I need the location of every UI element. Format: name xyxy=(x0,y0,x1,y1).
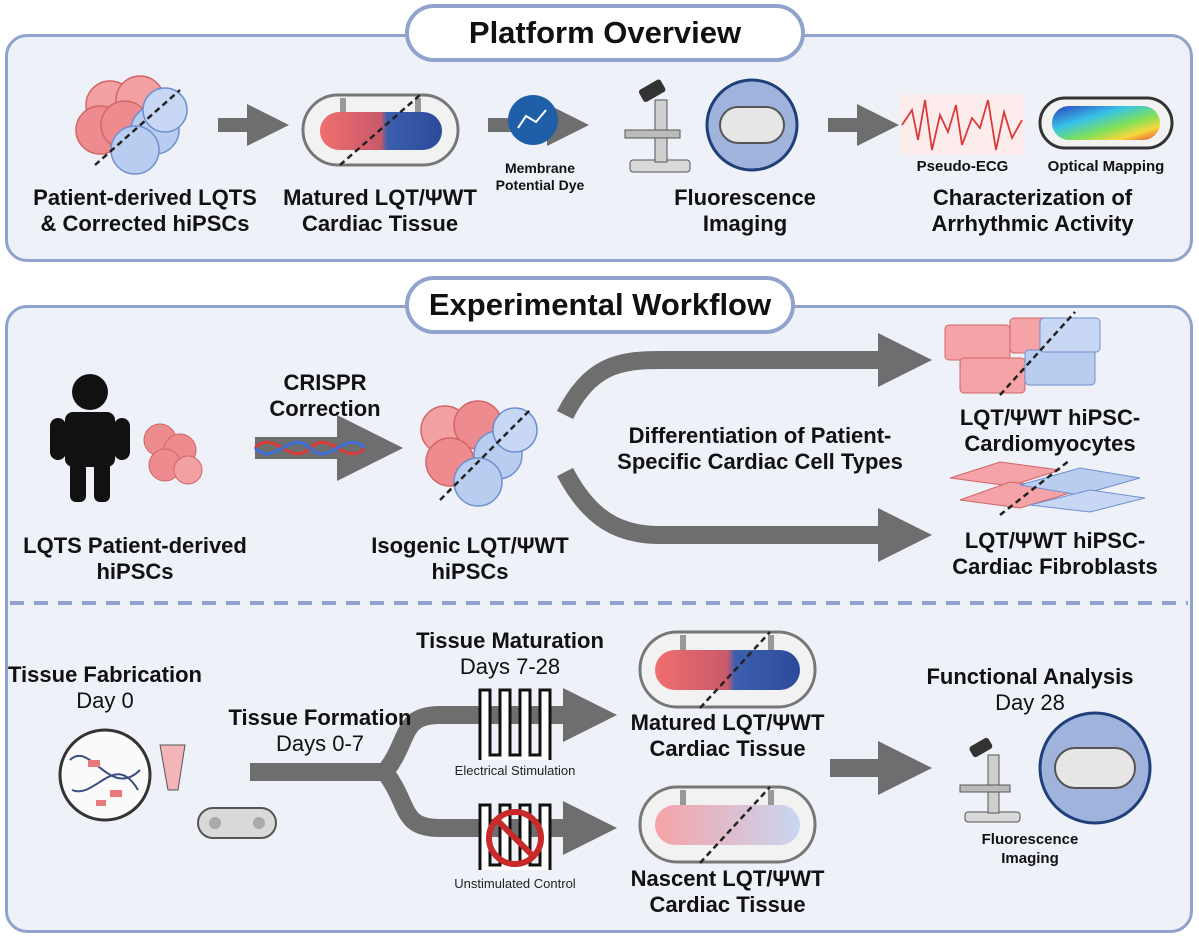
no-stimulation-icon xyxy=(486,809,544,867)
unstim-label: Unstimulated Control xyxy=(454,876,576,891)
tissue-well-icon xyxy=(301,93,460,167)
matured-tissue-well-icon xyxy=(638,630,817,709)
cardiomyocytes-label: LQT/ΨWT hiPSC-Cardiomyocytes xyxy=(959,405,1141,456)
optical-mapping-icon xyxy=(1038,96,1174,150)
platform-title: Platform Overview xyxy=(405,4,805,62)
mapping-label: Optical Mapping xyxy=(1047,158,1165,175)
ecg-label: Pseudo-ECG xyxy=(916,158,1009,175)
hipsc-cluster-icon xyxy=(75,75,188,175)
microscope-icon xyxy=(624,79,691,173)
step1-label: Patient-derived LQTS& Corrected hiPSCs xyxy=(33,185,257,236)
cardiomyocytes-icon xyxy=(944,311,1101,396)
fibroblasts-icon xyxy=(949,459,1146,516)
estim-label: Electrical Stimulation xyxy=(454,763,576,778)
microscope-icon-2 xyxy=(959,737,1021,823)
empty-well-icon xyxy=(197,807,277,839)
workflow-title: Experimental Workflow xyxy=(405,276,795,334)
patient-cells-icon xyxy=(143,423,203,485)
pseudo-ecg-trace xyxy=(900,95,1025,155)
stimulation-pulse-icon xyxy=(478,688,552,760)
hydrogel-magnified-icon xyxy=(58,728,152,822)
pipette-tube-icon xyxy=(159,744,186,791)
nascent-tissue-well-icon xyxy=(638,785,817,864)
fibroblasts-label: LQT/ΨWT hiPSC-Cardiac Fibroblasts xyxy=(952,528,1158,579)
patient-figure-icon xyxy=(50,374,130,502)
differentiation-label: Differentiation of Patient-Specific Card… xyxy=(617,423,903,474)
isogenic-cluster-icon xyxy=(420,400,538,507)
